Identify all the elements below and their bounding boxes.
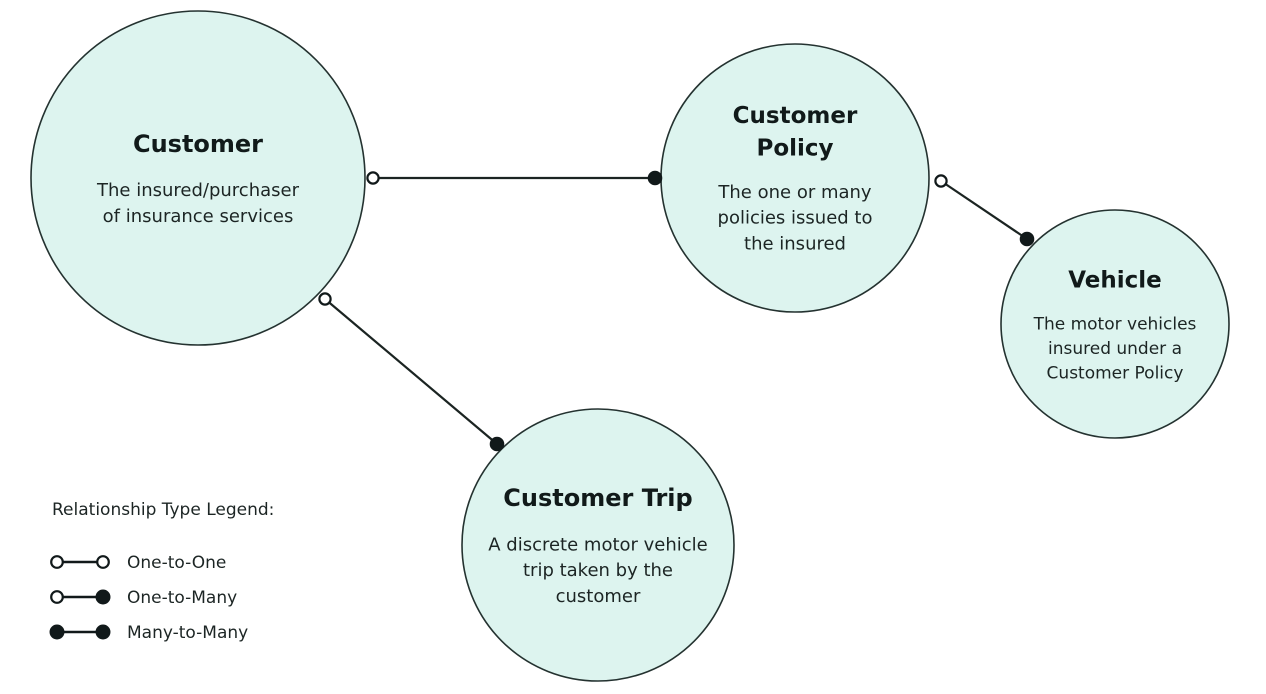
legend-label: One-to-Many xyxy=(127,588,237,608)
entity-shape-customer-trip[interactable] xyxy=(461,408,735,682)
relationship-endpoint-customer-to-policy-from xyxy=(366,171,380,185)
legend-title: Relationship Type Legend: xyxy=(52,500,274,520)
legend-label: Many-to-Many xyxy=(127,623,248,643)
entity-customer-trip[interactable]: Customer Trip A discrete motor vehicle tri… xyxy=(461,408,735,682)
connectors-layer xyxy=(324,176,1028,445)
entity-description-line-vehicle: The motor vehicles xyxy=(1033,315,1197,335)
entity-title-customer-trip: Customer Trip xyxy=(503,484,692,512)
relationship-endpoint-customer-to-trip-to xyxy=(489,436,505,452)
entity-description-line-customer-trip: customer xyxy=(556,586,641,607)
entity-description-line-vehicle: Customer Policy xyxy=(1047,364,1184,384)
legend-endpoint-right xyxy=(95,589,111,605)
entity-shape-customer-policy[interactable] xyxy=(660,43,930,313)
entity-description-line-customer: of insurance services xyxy=(103,206,294,227)
entity-description-line-customer: The insured/purchaser xyxy=(96,180,300,201)
legend-endpoint-left xyxy=(50,555,64,569)
entity-title-customer-policy: Policy xyxy=(756,135,833,161)
relationship-endpoint-policy-to-vehicle-to xyxy=(1019,231,1035,247)
entity-title-customer-policy: Customer xyxy=(733,103,858,129)
legend-item-one-to-one: One-to-One xyxy=(50,553,226,573)
legend-layer: Relationship Type Legend: One-to-OneOne-t… xyxy=(49,500,274,643)
legend-endpoint-left xyxy=(50,590,64,604)
entity-title-vehicle: Vehicle xyxy=(1068,267,1162,293)
entity-description-line-customer-policy: The one or many xyxy=(717,182,872,203)
entity-shape-customer[interactable] xyxy=(30,10,366,346)
entity-description-line-vehicle: insured under a xyxy=(1048,339,1182,359)
legend-endpoint-right xyxy=(96,555,110,569)
legend-item-many-to-many: Many-to-Many xyxy=(49,623,248,643)
legend-item-one-to-many: One-to-Many xyxy=(50,588,237,608)
entity-description-line-customer-policy: the insured xyxy=(744,234,846,255)
relationship-line-policy-to-vehicle[interactable] xyxy=(940,180,1028,240)
entity-description-line-customer-policy: policies issued to xyxy=(718,208,873,229)
markers-layer xyxy=(318,170,1035,452)
entity-title-customer: Customer xyxy=(133,130,263,158)
relationship-endpoint-policy-to-vehicle-from xyxy=(934,174,948,188)
relationship-endpoint-customer-to-policy-to xyxy=(647,170,663,186)
entity-description-line-customer-trip: trip taken by the xyxy=(523,560,673,581)
legend-endpoint-right xyxy=(95,624,111,640)
entity-description-line-customer-trip: A discrete motor vehicle xyxy=(488,534,708,555)
entity-shape-vehicle[interactable] xyxy=(1000,209,1230,439)
relationship-endpoint-customer-to-trip-from xyxy=(318,292,332,306)
relationship-line-customer-to-trip[interactable] xyxy=(324,298,498,445)
legend-endpoint-left xyxy=(49,624,65,640)
legend-label: One-to-One xyxy=(127,553,226,573)
